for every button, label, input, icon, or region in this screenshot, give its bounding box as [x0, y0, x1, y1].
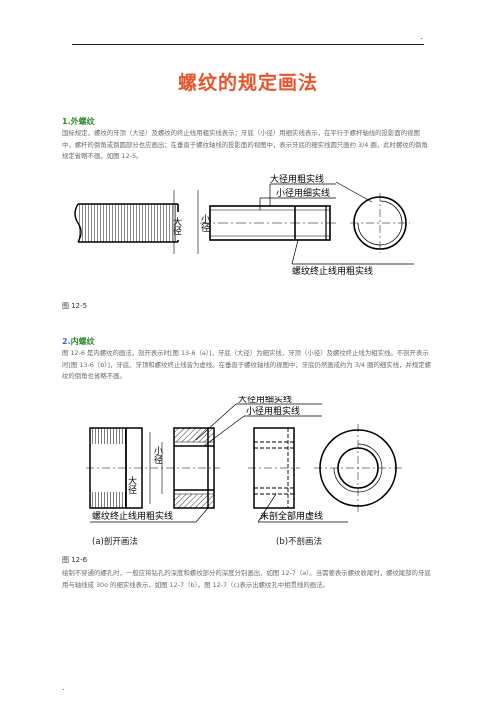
dim-major: 大径	[171, 216, 182, 235]
section2-paragraph2: 绘制不穿通的螺孔时，一般应将钻孔的深度和螺纹部分的深度分别画出，如图 12-7（…	[62, 569, 431, 589]
figure-12-5: 大径 小径 大径用粗实线 小径用细实线 螺纹终止线用粗实线	[74, 174, 414, 277]
callout-major-thin: 大径用细实线	[238, 396, 292, 405]
caption-b: (b)不剖画法	[276, 537, 323, 547]
callout-minor-thin: 小径用细实线	[276, 187, 330, 199]
figure-12-5-label: 图 12-5	[62, 302, 88, 310]
external-thread-end-view	[350, 193, 410, 253]
header-mark: .	[420, 32, 423, 41]
internal-thread-section	[86, 427, 220, 509]
section2-heading: 2.内螺纹	[62, 336, 95, 347]
footer-mark: .	[62, 683, 65, 692]
callout-minor-thick: 小径用粗实线	[246, 405, 300, 417]
page-title: 螺纹的规定画法	[177, 72, 318, 94]
section1-paragraph: 国标规定，螺纹的牙顶（大径）及螺纹的终止线用粗实线表示；牙底（小径）用细实线表示…	[62, 129, 428, 161]
external-thread-side	[200, 205, 338, 241]
section2-paragraph: 图 12-6 是内螺纹的画法。剖开表示时[图 13-6（a）]，牙底（大径）为细…	[62, 349, 432, 381]
figure-12-6-label: 图 12-6	[62, 556, 88, 564]
section2-heading-text: 内螺纹	[70, 337, 95, 346]
callout-dashed: 未剖全部用虚线	[260, 510, 323, 522]
internal-thread-end-view	[314, 424, 402, 512]
dim-major-internal: 大径	[126, 475, 137, 494]
section1-heading: 1.外螺纹	[62, 117, 95, 126]
external-thread-rod	[74, 203, 179, 243]
callout-termination-internal: 螺纹终止线用粗实线	[92, 510, 173, 522]
section2-heading-number: 2.	[62, 337, 71, 346]
caption-a: (a)剖开画法	[92, 537, 138, 547]
callout-major-thick: 大径用粗实线	[270, 174, 324, 185]
header-rule	[72, 44, 424, 45]
figure-12-6: 大径 小径 大径用细实线 小径用粗实线 螺纹终止线用粗实线 未剖全部用虚线	[86, 396, 402, 523]
internal-thread-unsectioned	[248, 427, 300, 509]
dim-minor-internal: 小径	[152, 446, 163, 464]
callout-termination: 螺纹终止线用粗实线	[292, 265, 373, 277]
